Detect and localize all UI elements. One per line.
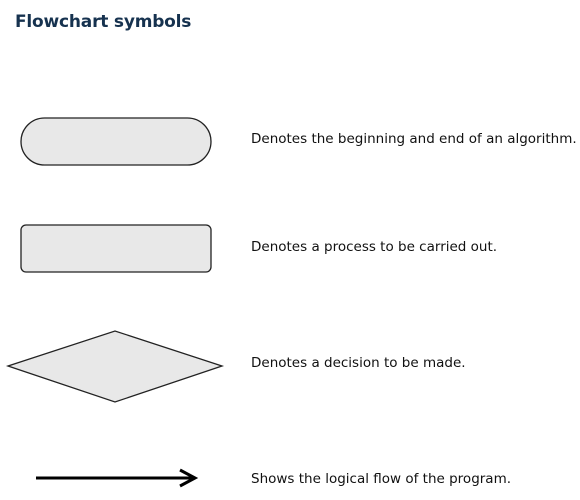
terminator-description: Denotes the beginning and end of an algo… [251, 131, 577, 147]
decision-description: Denotes a decision to be made. [251, 355, 466, 371]
process-symbol [20, 224, 212, 273]
process-description: Denotes a process to be carried out. [251, 239, 498, 255]
page-title: Flowchart symbols [15, 12, 192, 32]
terminator-symbol [20, 117, 212, 166]
arrow-description: Shows the logical flow of the program. [251, 471, 512, 487]
decision-symbol [5, 330, 225, 403]
flow-arrow-symbol [36, 468, 199, 488]
